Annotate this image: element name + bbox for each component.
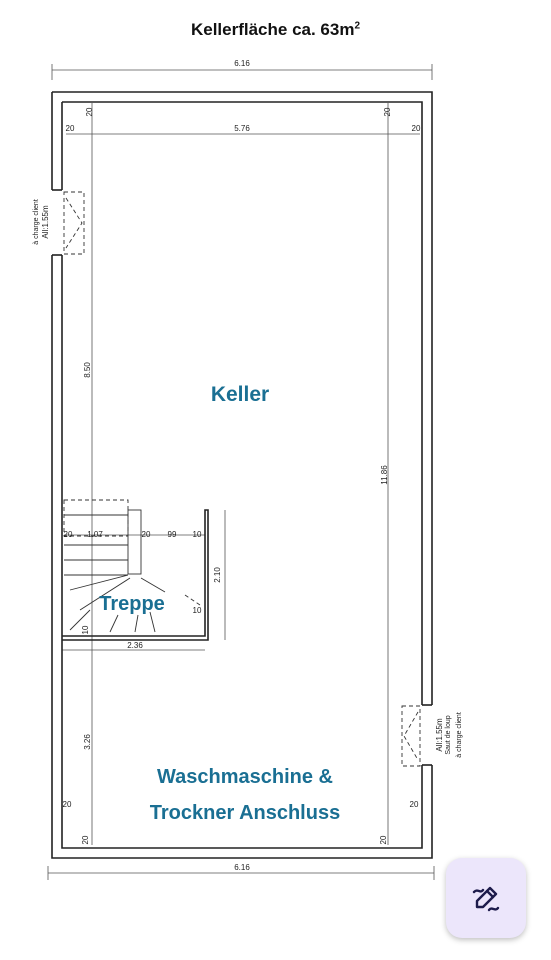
- dim-wall-tr: 20: [412, 124, 421, 133]
- window-right-note-1: All:1.55m: [435, 718, 444, 752]
- plan-title: Kellerfläche ca. 63m2: [0, 20, 551, 40]
- dim-wall-stair-r: 10: [193, 530, 202, 539]
- dim-stair-b: 99: [168, 530, 177, 539]
- dim-top-outer: 6.16: [234, 59, 250, 68]
- room-label-wasch-line1: Waschmaschine &: [157, 766, 333, 788]
- dim-wall-vr: 20: [383, 107, 392, 116]
- dimension-lines: [47, 64, 435, 880]
- room-label-wasch-line2: Trockner Anschluss: [149, 802, 341, 824]
- dim-top-inner: 5.76: [234, 124, 250, 133]
- window-right-note-2: Saut de loup: [445, 715, 452, 754]
- dim-left-height: 8.50: [83, 362, 92, 378]
- edit-fab-button[interactable]: [446, 858, 526, 938]
- dim-wall-vl: 20: [85, 107, 94, 116]
- dim-wall-tl: 20: [66, 124, 75, 133]
- window-left-note-1: à charge client: [33, 199, 40, 245]
- dim-wall-vbr: 20: [379, 835, 388, 844]
- dim-wall-br: 20: [410, 800, 419, 809]
- dim-wall-vbl: 20: [81, 835, 90, 844]
- room-label-treppe: Treppe: [99, 593, 165, 615]
- stair-treads: [64, 509, 201, 633]
- dim-wall-stair-l: 20: [64, 530, 73, 539]
- plan-title-superscript: 2: [354, 20, 361, 32]
- dim-wall-bl: 20: [63, 800, 72, 809]
- dim-bottom-outer: 6.16: [234, 863, 250, 872]
- room-label-keller: Keller: [210, 383, 270, 406]
- dim-stair-width: 2.36: [127, 641, 143, 650]
- window-recesses: [63, 191, 421, 767]
- edit-pen-icon: [472, 886, 500, 912]
- dim-right-height: 11.86: [380, 465, 389, 485]
- dim-left-lower: 3.26: [83, 734, 92, 750]
- dim-stair-height: 2.10: [213, 567, 222, 583]
- window-left-note-2: All:1.55m: [41, 205, 50, 239]
- window-right-note-3: à charge client: [456, 712, 463, 758]
- dim-stair-a: 1.07: [87, 530, 103, 539]
- dim-wall-stair-m: 20: [142, 530, 151, 539]
- plan-title-text: Kellerfläche ca. 63m: [190, 20, 355, 39]
- dim-wall-stair-b: 10: [193, 606, 202, 615]
- dim-wall-stair-v: 10: [81, 625, 90, 634]
- walls: [51, 91, 433, 859]
